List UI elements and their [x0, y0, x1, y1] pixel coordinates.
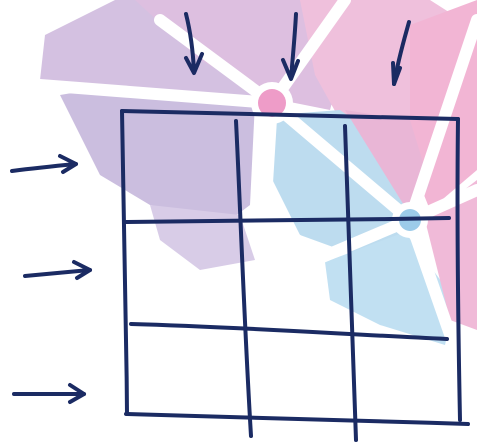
right-arrow-icon	[14, 385, 84, 402]
grid-bottom-border	[126, 414, 468, 424]
left-arrows	[12, 156, 90, 402]
right-arrow-icon	[12, 156, 76, 172]
background-network-illustration	[40, 0, 477, 345]
right-arrow-icon	[25, 262, 90, 278]
